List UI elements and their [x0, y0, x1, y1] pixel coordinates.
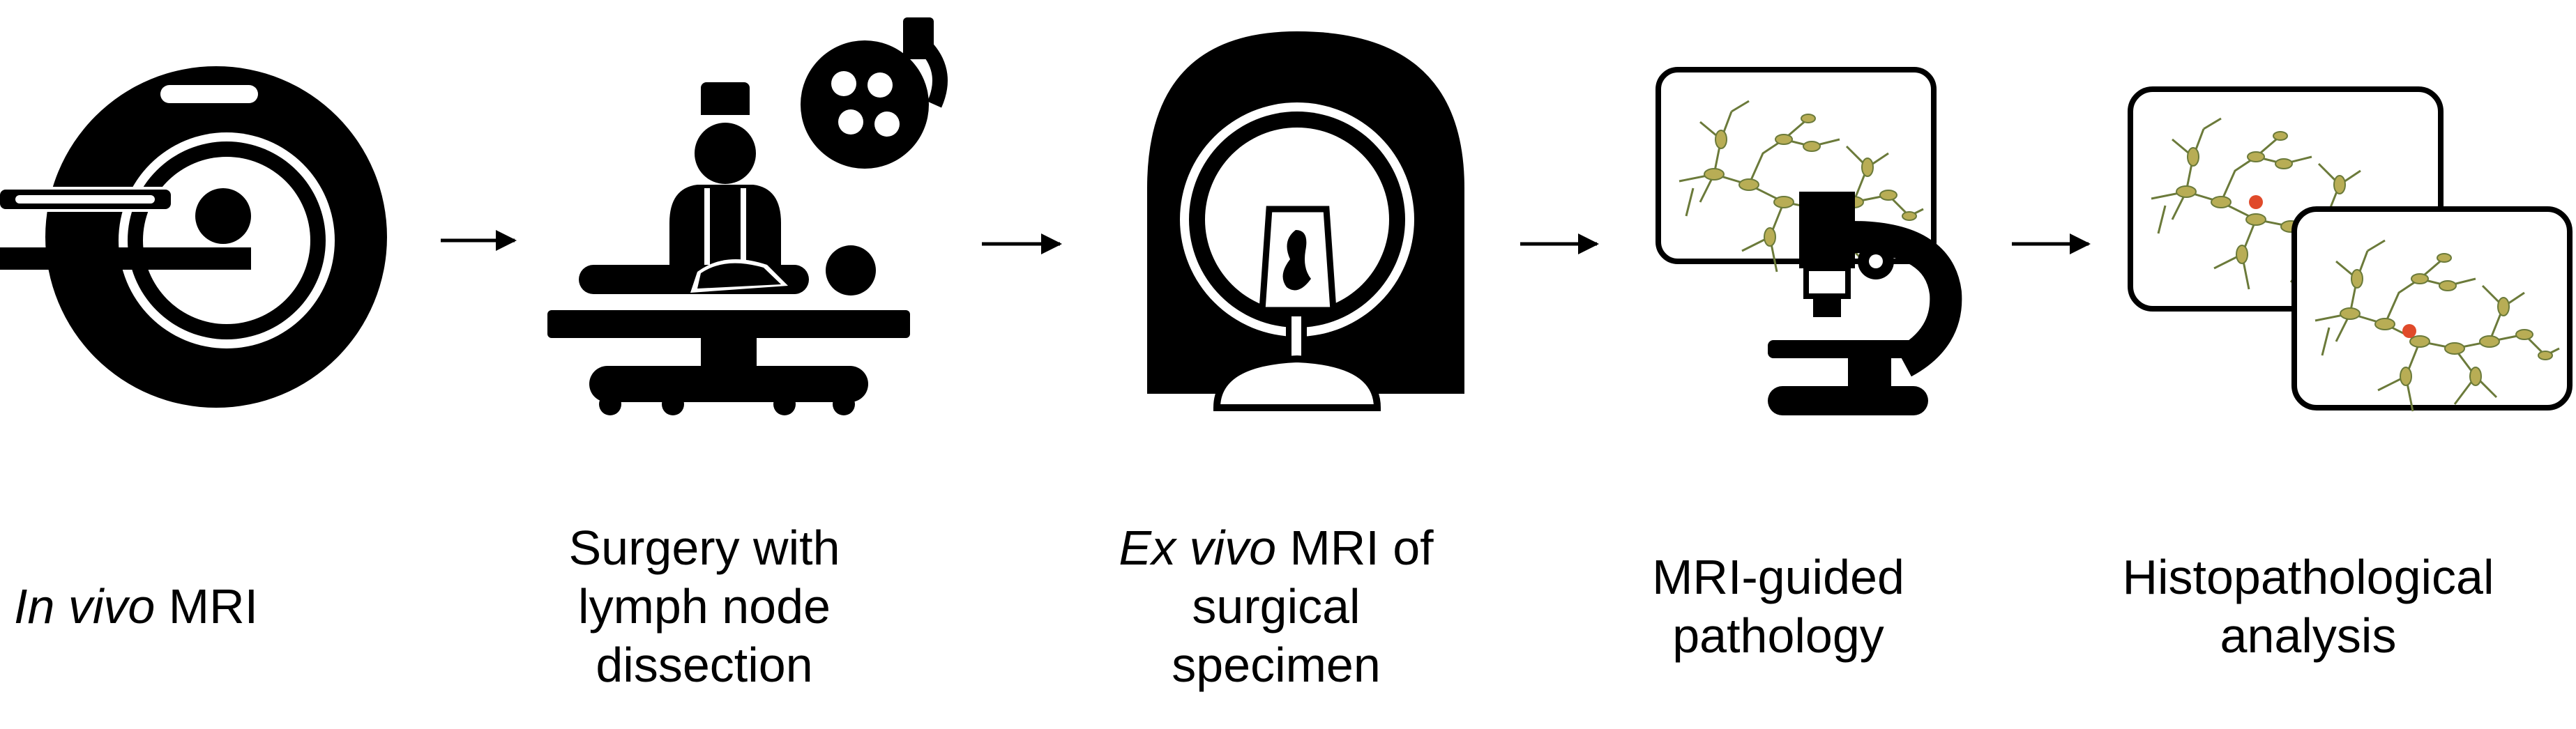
label-line: Surgery with: [568, 521, 840, 575]
ex-vivo-scanner-icon: [1147, 31, 1464, 411]
label-line: analysis: [2220, 608, 2397, 663]
label-rest: MRI of: [1276, 521, 1434, 575]
label-italic: Ex vivo: [1119, 521, 1277, 575]
microscope-slide-icon: [1656, 67, 1962, 415]
step-label-in-vivo-mri: In vivo MRI: [14, 577, 335, 636]
label-line: lymph node: [578, 579, 831, 634]
step-label-ex-vivo-mri: Ex vivo MRI of surgical specimen: [1032, 519, 1520, 694]
label-line: surgical: [1192, 579, 1361, 634]
label-line: Histopathological: [2122, 550, 2494, 604]
mri-scanner-icon: [0, 66, 387, 408]
label-italic: In vivo: [14, 579, 156, 634]
step-label-histopathological-analysis: Histopathological analysis: [2064, 548, 2552, 665]
step-label-surgery: Surgery with lymph node dissection: [488, 519, 920, 694]
histology-slides-icon: [2128, 86, 2573, 413]
surgeon-operating-icon: [547, 17, 948, 415]
label-line: pathology: [1672, 608, 1884, 663]
label-line: dissection: [596, 638, 813, 692]
step-label-mri-guided-pathology: MRI-guided pathology: [1555, 548, 2001, 665]
label-rest: MRI: [155, 579, 259, 634]
label-line: MRI-guided: [1652, 550, 1904, 604]
label-line: specimen: [1172, 638, 1381, 692]
